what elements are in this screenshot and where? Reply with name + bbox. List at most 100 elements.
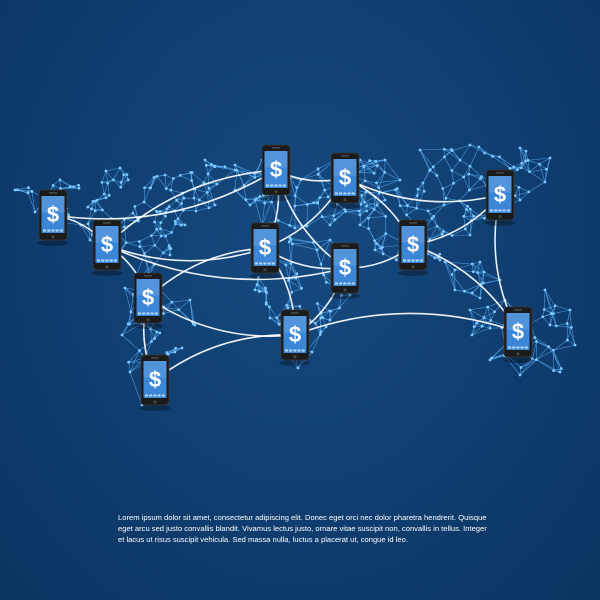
screen-dot xyxy=(255,262,258,265)
mesh-node xyxy=(573,343,577,347)
mesh-edge xyxy=(551,313,557,326)
mesh-edge xyxy=(451,274,456,291)
screen-dot xyxy=(153,394,157,397)
mesh-edge xyxy=(101,182,105,195)
mesh-edge xyxy=(286,304,300,307)
mesh-node xyxy=(519,166,523,170)
mesh-node xyxy=(158,210,162,213)
mesh-edge xyxy=(365,180,377,184)
mesh-edge xyxy=(87,208,92,224)
mesh-edge xyxy=(519,359,537,376)
mesh-edge xyxy=(509,167,522,169)
mesh-edge xyxy=(527,160,540,165)
mesh-node xyxy=(520,161,524,165)
mesh-node xyxy=(332,214,335,218)
mesh-node xyxy=(348,293,352,297)
mesh-edge xyxy=(433,204,445,217)
mesh-edge xyxy=(207,166,215,175)
smartphone-dollar-icon: $ xyxy=(91,219,123,276)
mesh-edge xyxy=(555,305,571,311)
mesh-edge xyxy=(294,195,308,205)
screen-dot xyxy=(259,262,263,265)
mesh-node xyxy=(316,200,320,204)
mesh-edge xyxy=(317,303,330,312)
smartphone-dollar-icon: $ xyxy=(260,144,292,201)
phone-home-button xyxy=(411,265,415,269)
mesh-edge xyxy=(113,179,122,188)
mesh-edge xyxy=(359,159,378,166)
mesh-node xyxy=(550,312,553,315)
mesh-edge xyxy=(544,289,556,306)
mesh-edge xyxy=(520,359,537,368)
mesh-edge xyxy=(479,261,485,273)
mesh-edge xyxy=(334,211,346,221)
mesh-node xyxy=(358,213,362,217)
mesh-node xyxy=(149,327,152,331)
mesh-node xyxy=(310,350,314,354)
phone-screen xyxy=(136,279,160,316)
mesh-node xyxy=(338,306,341,310)
mesh-node xyxy=(450,273,454,276)
mesh-node xyxy=(548,323,552,327)
screen-dot xyxy=(43,229,46,232)
mesh-edge xyxy=(80,224,91,241)
mesh-edge xyxy=(419,148,445,151)
mesh-node xyxy=(77,183,81,187)
mesh-node xyxy=(440,232,444,236)
mesh-node xyxy=(458,158,462,162)
mesh-edge xyxy=(480,271,485,285)
mesh-edge xyxy=(453,176,464,184)
mesh-edge xyxy=(536,349,554,360)
mesh-node xyxy=(94,199,97,203)
mesh-edge xyxy=(469,309,475,327)
mesh-edge xyxy=(191,180,195,189)
mesh-edge xyxy=(422,182,425,192)
mesh-edge xyxy=(363,159,386,167)
mesh-edge xyxy=(514,187,520,196)
mesh-edge xyxy=(113,167,121,181)
mesh-edge xyxy=(234,164,255,178)
mesh-edge xyxy=(364,201,378,206)
mesh-node xyxy=(33,210,37,214)
mesh-edge xyxy=(551,305,556,314)
mesh-edge xyxy=(207,183,218,193)
mesh-node xyxy=(491,154,495,158)
mesh-node xyxy=(167,244,171,248)
mesh-node xyxy=(176,217,180,221)
mesh-edge xyxy=(521,160,529,168)
mesh-node xyxy=(375,164,379,167)
mesh-node xyxy=(478,260,482,264)
mesh-node xyxy=(242,183,246,187)
mesh-edge xyxy=(468,173,470,191)
mesh-edge xyxy=(107,183,110,196)
mesh-edge xyxy=(306,216,323,227)
mesh-node xyxy=(476,271,480,275)
mesh-edge xyxy=(208,183,218,189)
mesh-node xyxy=(516,168,519,172)
mesh-edge xyxy=(514,191,529,196)
mesh-edge xyxy=(544,305,556,310)
screen-dot xyxy=(146,312,150,315)
mesh-edge xyxy=(358,205,367,212)
mesh-node xyxy=(472,325,476,328)
mesh-node xyxy=(210,163,213,166)
mesh-edge xyxy=(194,188,200,200)
mesh-edge xyxy=(525,160,530,172)
connection-line xyxy=(154,334,296,381)
screen-dot xyxy=(149,394,153,397)
mesh-edge xyxy=(451,159,461,171)
mesh-edge xyxy=(154,245,164,254)
mesh-node xyxy=(543,288,547,292)
mesh-node xyxy=(153,220,156,224)
mesh-edge xyxy=(177,210,184,219)
screen-dot xyxy=(109,259,113,262)
mesh-edge xyxy=(363,165,366,181)
mesh-node xyxy=(467,188,471,192)
mesh-edge xyxy=(427,204,445,212)
mesh-edge xyxy=(234,185,245,191)
mesh-edge xyxy=(256,284,266,289)
screen-dot xyxy=(407,259,411,262)
mesh-edge xyxy=(321,216,335,221)
phone-home-button xyxy=(293,355,297,359)
mesh-edge xyxy=(206,192,210,208)
